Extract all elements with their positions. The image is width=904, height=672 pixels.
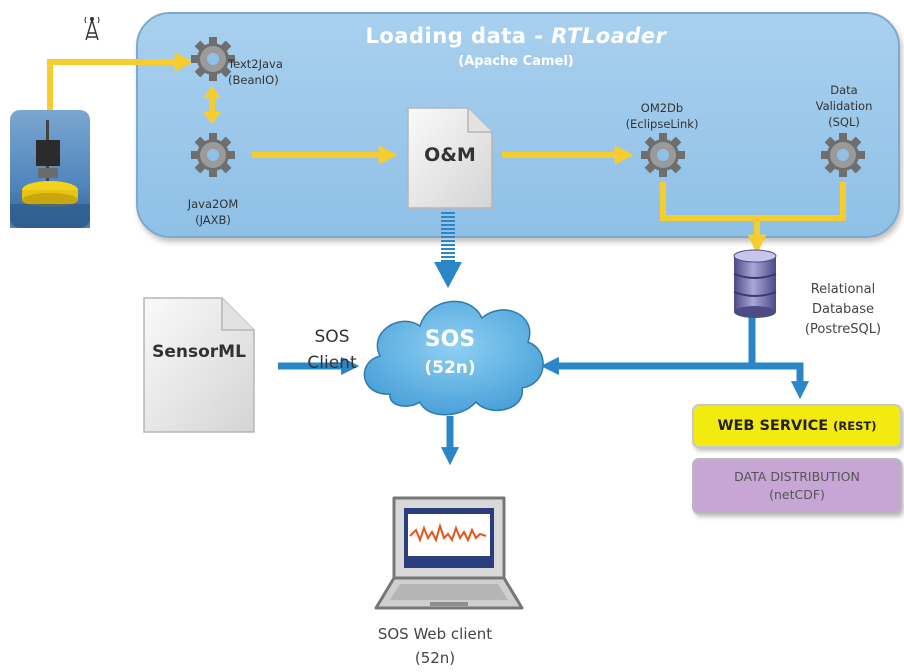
line-validation-to-db (757, 182, 846, 221)
om-document-label: O&M (424, 144, 476, 166)
buoy-image (10, 110, 90, 228)
gear-icon (191, 37, 235, 81)
antenna-icon (84, 16, 100, 41)
gear-icon (191, 133, 235, 177)
gear-icon (821, 133, 865, 177)
database-icon (733, 249, 777, 318)
data-distribution-box: DATA DISTRIBUTION(netCDF) (692, 458, 902, 514)
web-service-box: WEB SERVICE(REST) (692, 404, 902, 448)
web-client-label: SOS Web client(52n) (377, 625, 493, 667)
laptop-icon (374, 496, 524, 610)
arrow-om2db-to-db (660, 182, 767, 254)
arrow-db-to-sos (540, 314, 756, 376)
arrow-db-to-webservice (752, 362, 810, 400)
label-java2om: Java2OM(JAXB) (187, 197, 239, 227)
gear-icon (641, 133, 685, 177)
document-icon (143, 297, 255, 433)
cloud-shape (363, 300, 544, 416)
document-icon (407, 107, 493, 209)
label-om2db: OM2Db(EclipseLink) (625, 101, 699, 131)
sos-label: SOS (52n) (424, 327, 476, 378)
panel-subtitle: (Apache Camel) (458, 54, 574, 69)
label-text2java: Text2Java(BeanIO) (228, 57, 283, 87)
arrow-buoy-to-text2java (47, 52, 194, 112)
panel-title: Loading data - RTLoader (365, 24, 667, 48)
sensorml-document-label: SensorML (152, 342, 246, 362)
rtloader-panel (136, 12, 900, 238)
